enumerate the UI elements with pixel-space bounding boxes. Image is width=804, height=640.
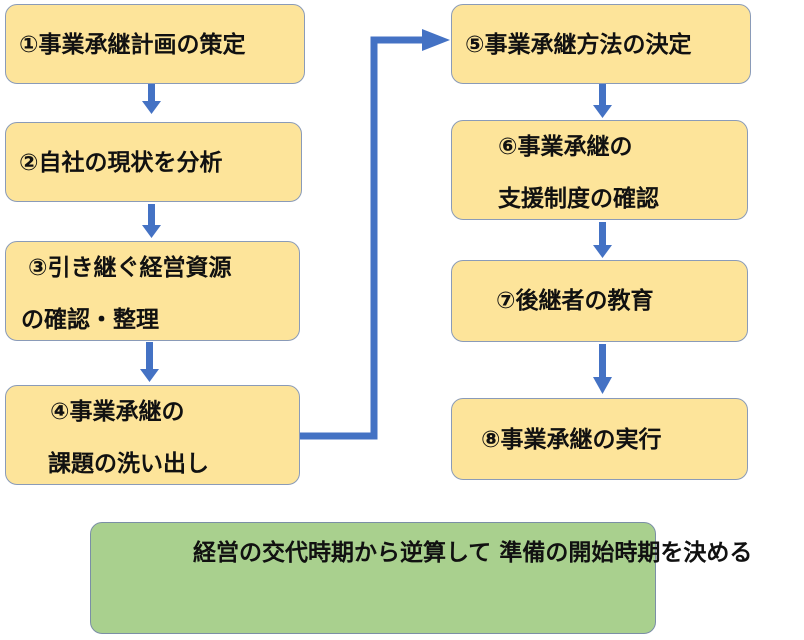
- step-2-box: ②自社の現状を分析: [5, 122, 302, 202]
- step-3-label-line1: ③引き継ぐ経営資源: [28, 255, 232, 281]
- arrow-step1-to-step2: [142, 84, 161, 114]
- arrow-step5-to-step6: [593, 84, 612, 118]
- arrow-step3-to-step4: [140, 342, 159, 382]
- step-7-box: ⑦後継者の教育: [451, 260, 748, 342]
- timing-note-box: 経営の交代時期から逆算して 準備の開始時期を決める: [90, 522, 752, 634]
- step-3-box: ③引き継ぐ経営資源 の確認・整理: [5, 241, 300, 341]
- step-4-label-line1: ④事業承継の: [50, 399, 185, 425]
- timing-note-line1: 経営の交代時期から逆算して: [193, 540, 492, 566]
- step-6-label-line2: 支援制度の確認: [498, 186, 659, 212]
- step-6-label-line1: ⑥事業承継の: [498, 134, 633, 160]
- arrow-step2-to-step3: [142, 204, 161, 238]
- step-1-box: ①事業承継計画の策定: [5, 4, 305, 84]
- step-6-box: ⑥事業承継の 支援制度の確認: [451, 120, 748, 220]
- timing-note-line2: 準備の開始時期を決める: [499, 540, 753, 566]
- step-2-label: ②自社の現状を分析: [19, 150, 223, 176]
- step-8-label: ⑧事業承継の実行: [481, 427, 662, 453]
- step-4-label-line2: 課題の洗い出し: [48, 451, 209, 477]
- arrow-step4-to-step5: [300, 29, 450, 440]
- arrow-step6-to-step7: [593, 222, 612, 258]
- step-5-box: ⑤事業承継方法の決定: [451, 4, 751, 84]
- step-7-label: ⑦後継者の教育: [496, 288, 654, 314]
- arrow-step7-to-step8: [593, 344, 612, 394]
- step-1-label: ①事業承継計画の策定: [19, 32, 246, 58]
- step-5-label: ⑤事業承継方法の決定: [465, 32, 692, 58]
- step-3-label-line2: の確認・整理: [21, 307, 159, 333]
- step-4-box: ④事業承継の 課題の洗い出し: [5, 385, 300, 485]
- step-8-box: ⑧事業承継の実行: [451, 398, 748, 480]
